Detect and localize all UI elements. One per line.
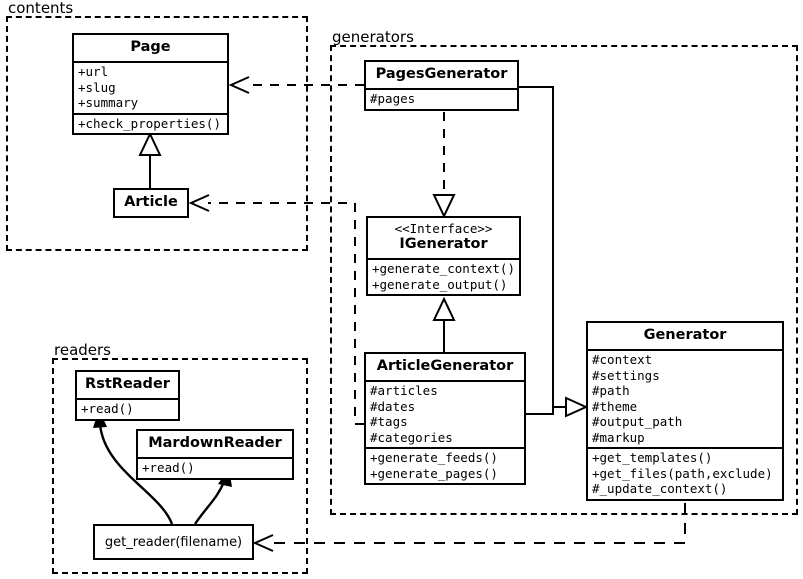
function-get-reader[interactable]: get_reader(filename) — [93, 524, 254, 560]
package-readers — [52, 358, 308, 574]
method: +get_files(path,exclude) — [592, 465, 773, 481]
attribute: #pages — [370, 91, 416, 106]
attribute: #settings — [592, 367, 660, 383]
class-article-name: Article — [124, 194, 178, 210]
class-pagesgenerator[interactable]: PagesGenerator #pages — [364, 60, 519, 111]
method: +read() — [142, 460, 195, 475]
class-mardownreader-methods: +read() — [138, 457, 292, 478]
class-articlegenerator-methods: +generate_feeds() +generate_pages() — [366, 447, 524, 483]
package-label-contents: contents — [6, 0, 77, 16]
method: +check_properties() — [78, 115, 221, 131]
function-get-reader-label: get_reader(filename) — [104, 534, 243, 550]
class-generator[interactable]: Generator #context #settings #path #them… — [586, 321, 784, 501]
attribute: #path — [592, 383, 630, 398]
class-mardownreader[interactable]: MardownReader +read() — [136, 429, 294, 480]
class-articlegenerator-attributes: #articles #dates #tags #categories — [366, 380, 524, 447]
attribute: #theme — [592, 398, 638, 414]
attribute: #dates — [370, 398, 416, 414]
method: +generate_feeds() — [370, 450, 498, 465]
attribute: +slug — [78, 79, 116, 95]
attribute: #context — [592, 352, 653, 367]
class-page-attributes: +url +slug +summary — [74, 61, 227, 113]
class-rstreader-name: RstReader — [85, 376, 170, 392]
class-generator-methods: +get_templates() +get_files(path,exclude… — [588, 447, 782, 499]
method: #_update_context() — [592, 481, 728, 496]
class-generator-name: Generator — [643, 327, 727, 343]
class-mardownreader-name: MardownReader — [148, 435, 282, 451]
attribute: +summary — [78, 95, 139, 110]
class-page[interactable]: Page +url +slug +summary +check_properti… — [72, 33, 229, 135]
attribute: #output_path — [592, 414, 683, 429]
class-rstreader[interactable]: RstReader +read() — [75, 370, 180, 421]
method: +generate_output() — [372, 276, 508, 292]
attribute: #categories — [370, 429, 453, 445]
package-contents — [6, 16, 308, 251]
class-igenerator-methods: +generate_context() +generate_output() — [368, 258, 519, 294]
attribute: #tags — [370, 414, 408, 429]
method: +get_templates() — [592, 450, 713, 465]
package-label-readers: readers — [52, 342, 114, 358]
class-articlegenerator[interactable]: ArticleGenerator #articles #dates #tags … — [364, 352, 526, 485]
method: +read() — [81, 401, 134, 416]
method: +generate_pages() — [370, 465, 498, 481]
class-page-name: Page — [130, 39, 171, 55]
class-pagesgenerator-attributes: #pages — [366, 88, 517, 109]
class-page-methods: +check_properties() — [74, 112, 227, 134]
class-igenerator-name: IGenerator — [399, 236, 488, 252]
attribute: #markup — [592, 429, 645, 445]
class-article[interactable]: Article — [113, 188, 189, 218]
attribute: +url — [78, 64, 109, 79]
class-rstreader-methods: +read() — [77, 398, 178, 419]
method: +generate_context() — [372, 261, 515, 276]
class-igenerator-stereotype: <<Interface>> — [394, 221, 493, 236]
class-igenerator[interactable]: <<Interface>> IGenerator +generate_conte… — [366, 216, 521, 296]
attribute: #articles — [370, 383, 438, 398]
class-pagesgenerator-name: PagesGenerator — [375, 66, 508, 82]
class-articlegenerator-name: ArticleGenerator — [376, 358, 514, 374]
class-generator-attributes: #context #settings #path #theme #output_… — [588, 349, 782, 447]
package-label-generators: generators — [330, 29, 417, 45]
